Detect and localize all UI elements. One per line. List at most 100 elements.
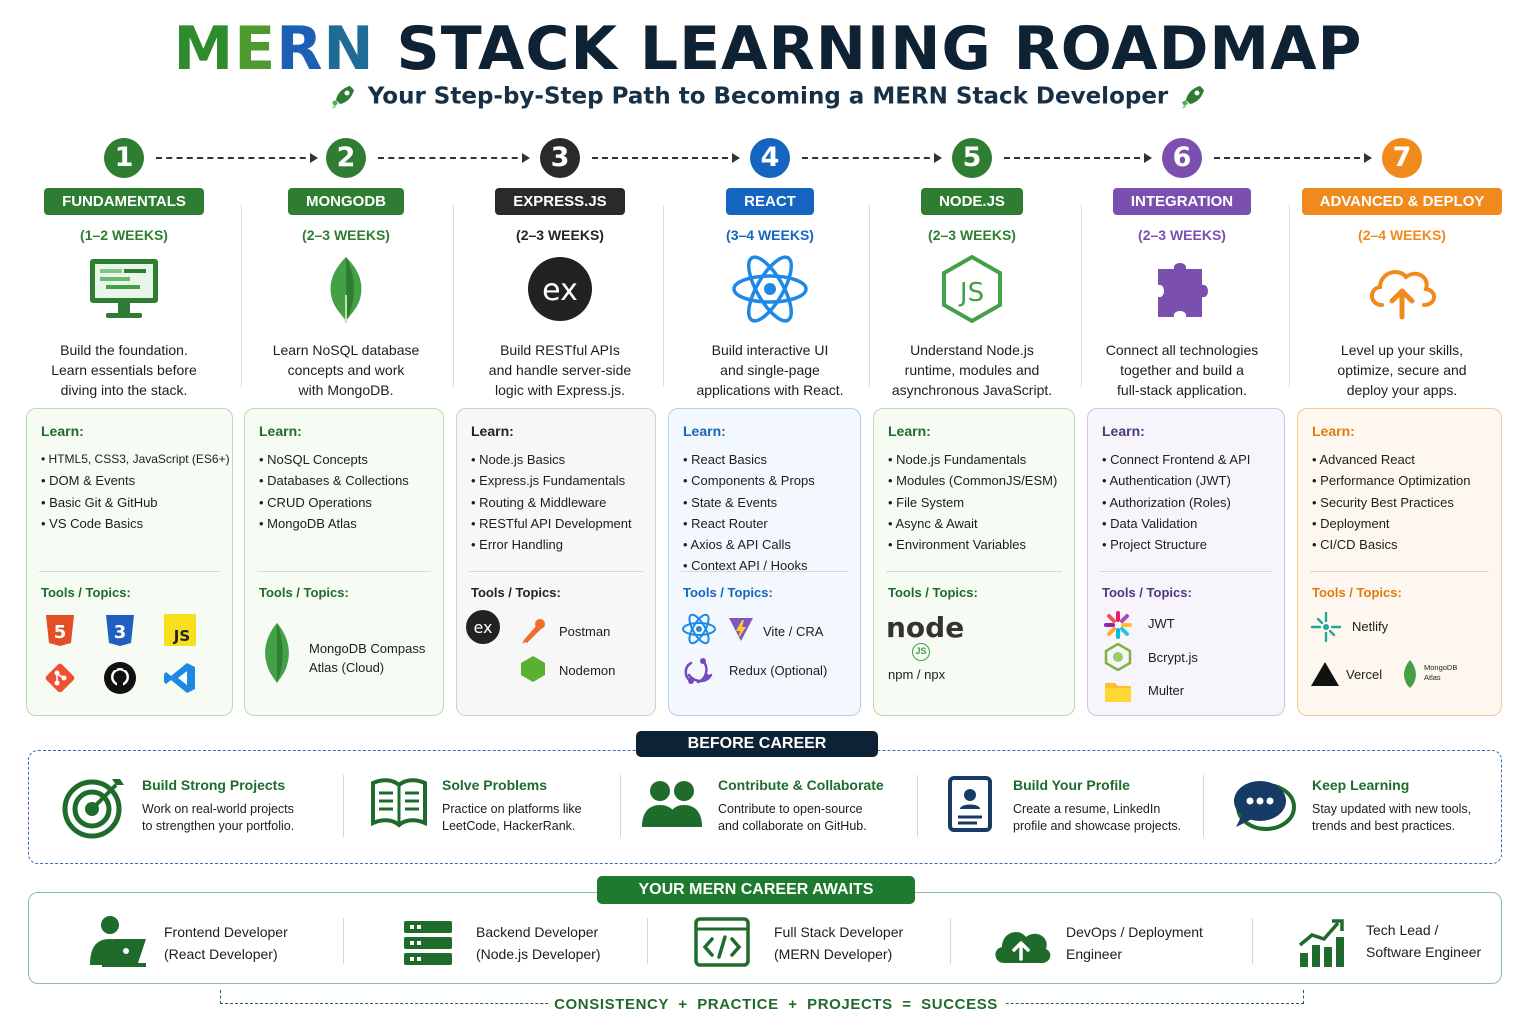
career-title: YOUR MERN CAREER AWAITS [597, 876, 915, 904]
express-icon: ex [466, 610, 500, 644]
card-fundamentals: Learn: HTML5, CSS3, JavaScript (ES6+) DO… [26, 408, 233, 716]
card-divider [257, 571, 431, 572]
list-item: Error Handling [471, 534, 641, 555]
motto-text: CONSISTENCY + PRACTICE + PROJECTS = SUCC… [548, 994, 1004, 1016]
learn-list: Node.js Fundamentals Modules (CommonJS/E… [888, 449, 1060, 555]
learn-list: Advanced React Performance Optimization … [1312, 449, 1487, 555]
monitor-icon [90, 259, 158, 318]
svg-text:ex: ex [473, 618, 492, 637]
list-item: CI/CD Basics [1312, 534, 1487, 555]
before-career-item: Keep Learning Stay updated with new tool… [1232, 775, 1494, 845]
step-number-4: 4 [750, 138, 790, 178]
subtitle-text: Your Step-by-Step Path to Becoming a MER… [367, 83, 1169, 110]
career-label: Full Stack Developer(MERN Developer) [774, 924, 904, 962]
list-item: Node.js Basics [471, 449, 641, 470]
before-career-item-title: Solve Problems [442, 777, 548, 793]
list-item: RESTful API Development [471, 513, 641, 534]
card-mongodb: Learn: NoSQL Concepts Databases & Collec… [244, 408, 444, 716]
tool-label: Nodemon [559, 663, 616, 678]
list-item: DOM & Events [41, 470, 218, 491]
step-badge: MONGODB [288, 188, 404, 215]
item-divider [343, 918, 344, 964]
step-connector [378, 153, 530, 163]
rocket-icon [1181, 86, 1205, 109]
svg-text:3: 3 [114, 622, 127, 643]
github-icon [104, 662, 136, 694]
list-item: Data Validation [1102, 513, 1270, 534]
career-item: Backend Developer(Node.js Developer) [402, 915, 642, 971]
career-label: Tech Lead /Software Engineer [1366, 922, 1482, 960]
list-item: Performance Optimization [1312, 470, 1487, 491]
item-divider [950, 918, 951, 964]
tools-heading: Tools / Topics: [683, 585, 773, 600]
learn-list: NoSQL Concepts Databases & Collections C… [259, 449, 429, 534]
career-label: Backend Developer(Node.js Developer) [476, 924, 601, 962]
mongodb-leaf-icon [330, 257, 362, 323]
profile-document-icon [948, 776, 992, 832]
html5-icon: 5 [46, 615, 74, 646]
javascript-icon: JS [164, 614, 196, 646]
card-divider [469, 571, 643, 572]
book-icon [371, 778, 427, 828]
list-item: Components & Props [683, 470, 846, 491]
tools-heading: Tools / Topics: [259, 585, 349, 600]
step-duration: (2–3 WEEKS) [928, 227, 1016, 243]
step-number-2: 2 [326, 138, 366, 178]
tool-label: Netlify [1352, 619, 1389, 634]
step-number-1: 1 [104, 138, 144, 178]
item-divider [343, 775, 344, 837]
learn-heading: Learn: [1102, 423, 1145, 439]
before-career-item: Solve Problems Practice on platforms lik… [362, 775, 612, 845]
svg-text:JS: JS [173, 627, 190, 645]
step-column-integration: INTEGRATION (2–3 WEEKS) Connect all tech… [1077, 188, 1287, 400]
card-divider [1100, 571, 1272, 572]
step-duration: (1–2 WEEKS) [80, 227, 168, 243]
list-item: Project Structure [1102, 534, 1270, 555]
column-divider [1081, 205, 1082, 387]
column-divider [663, 205, 664, 387]
card-divider [681, 571, 848, 572]
list-item: Express.js Fundamentals [471, 470, 641, 491]
step-column-mongodb: MONGODB (2–3 WEEKS) Learn NoSQL database… [241, 188, 451, 400]
tools-heading: Tools / Topics: [888, 585, 978, 600]
column-divider [453, 205, 454, 387]
vercel-icon [1311, 662, 1339, 686]
step-duration: (2–3 WEEKS) [516, 227, 604, 243]
step-duration: (2–4 WEEKS) [1358, 227, 1446, 243]
tools-heading: Tools / Topics: [1312, 585, 1402, 600]
before-career-item-title: Build Strong Projects [142, 777, 286, 793]
step-badge: FUNDAMENTALS [44, 188, 204, 215]
step-column-advanced: ADVANCED & DEPLOY (2–4 WEEKS) Level up y… [1297, 188, 1507, 400]
title-letter-n: N [323, 14, 375, 84]
jwt-icon [1104, 611, 1132, 639]
step-connector [156, 153, 318, 163]
title-letter-r: R [276, 14, 324, 84]
column-divider [1289, 205, 1290, 387]
list-item: Async & Await [888, 513, 1060, 534]
list-item: Routing & Middleware [471, 492, 641, 513]
tool-label: Atlas (Cloud) [309, 660, 385, 675]
git-icon [45, 663, 75, 693]
step-badge: EXPRESS.JS [495, 188, 625, 215]
list-item: Environment Variables [888, 534, 1060, 555]
step-number-7: 7 [1382, 138, 1422, 178]
step-duration: (2–3 WEEKS) [302, 227, 390, 243]
step-number-6: 6 [1162, 138, 1202, 178]
svg-text:JS: JS [958, 278, 984, 308]
step-column-express: EXPRESS.JS (2–3 WEEKS) ex Build RESTful … [455, 188, 665, 400]
netlify-icon [1310, 611, 1342, 643]
folder-icon [1105, 683, 1131, 702]
list-item: Databases & Collections [259, 470, 429, 491]
career-item: Tech Lead /Software Engineer [1298, 915, 1498, 971]
card-divider [39, 571, 220, 572]
list-item: Basic Git & GitHub [41, 492, 218, 513]
list-item: CRUD Operations [259, 492, 429, 513]
list-item: Advanced React [1312, 449, 1487, 470]
learn-heading: Learn: [41, 423, 84, 439]
vite-icon [729, 618, 753, 641]
learn-list: React Basics Components & Props State & … [683, 449, 846, 577]
redux-icon [684, 658, 713, 684]
